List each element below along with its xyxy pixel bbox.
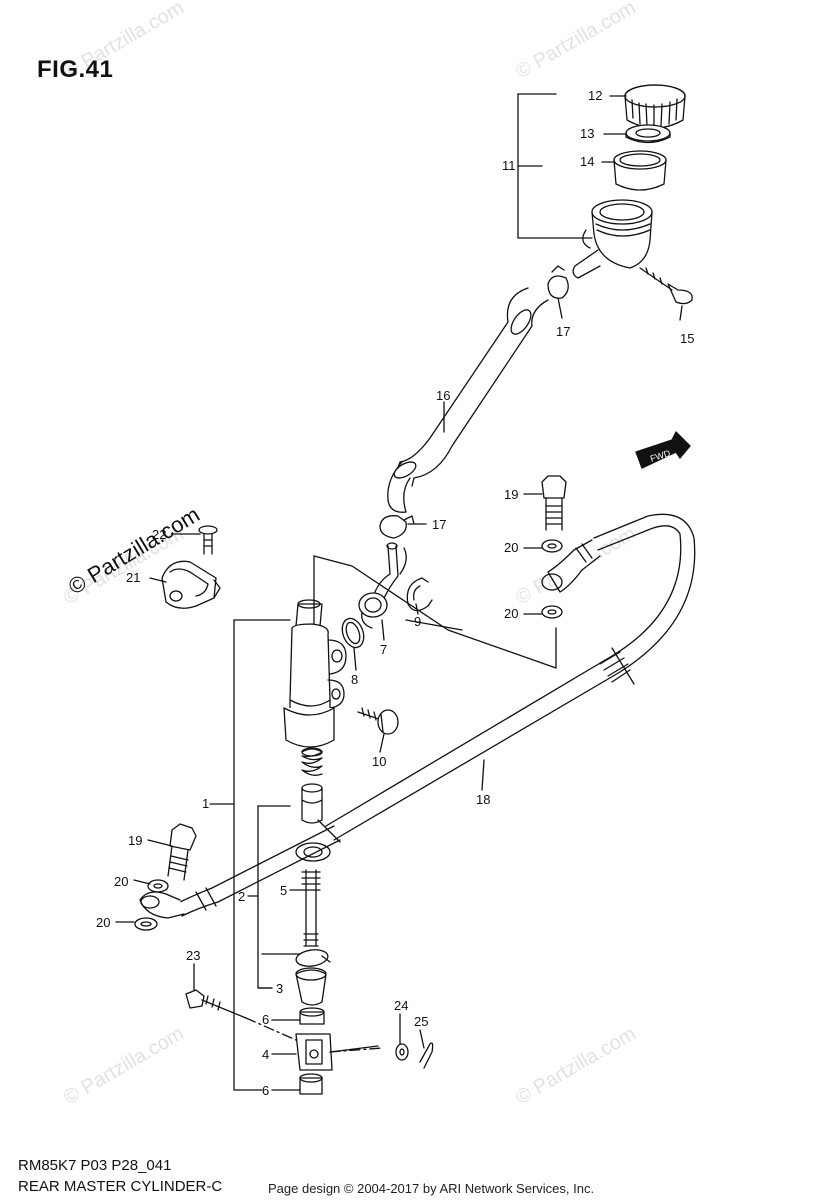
return-spring: [301, 747, 323, 776]
master-cylinder: [283, 599, 347, 748]
union-bolt-upper: [541, 475, 567, 531]
piston: [301, 783, 323, 824]
callout-18: 18: [476, 792, 490, 807]
reservoir-diaphragm: [613, 150, 667, 191]
o-ring: [341, 617, 365, 649]
reservoir-cap: [624, 84, 686, 129]
tank-bracket: [517, 93, 593, 239]
callout-25: 25: [414, 1014, 428, 1029]
reservoir-plate: [625, 124, 671, 144]
callout-14: 14: [580, 154, 594, 169]
callout-labels: 12 13 14 11 15 17 16 17 19 20 20 22 21 7…: [96, 88, 694, 1098]
hose-fitting-upper: [541, 539, 601, 593]
callout-19-upper: 19: [504, 487, 518, 502]
nut-upper: [299, 1007, 325, 1025]
callout-19-lower: 19: [128, 833, 142, 848]
tank-bolt: [639, 267, 693, 305]
nut-lower: [299, 1073, 323, 1095]
seal-cup: [295, 842, 331, 862]
callout-20-lower-a: 20: [114, 874, 128, 889]
washer-upper-a: [541, 539, 563, 553]
push-rod: [301, 869, 321, 947]
pivot-bolt: [185, 989, 247, 1019]
brake-hose: [175, 513, 696, 917]
callout-21: 21: [126, 570, 140, 585]
callout-16: 16: [436, 388, 450, 403]
callout-20-lower-b: 20: [96, 915, 110, 930]
callout-20-upper-a: 20: [504, 540, 518, 555]
callout-10: 10: [372, 754, 386, 769]
cotter-pin: [419, 1042, 434, 1069]
reservoir-tank: [572, 199, 653, 279]
reservoir-hose: [387, 287, 549, 513]
callout-9: 9: [414, 614, 421, 629]
figure-title: FIG.41: [37, 56, 114, 83]
callout-1: 1: [202, 796, 209, 811]
washer-upper-b: [541, 605, 563, 619]
diagram-code: RM85K7 P03 P28_041: [18, 1157, 172, 1174]
joint-pipe: [358, 542, 407, 629]
fwd-arrow-icon: FWD: [635, 431, 691, 469]
washer-lower-b: [134, 917, 158, 931]
callout-3: 3: [276, 981, 283, 996]
hose-fitting-lower: [139, 891, 185, 919]
callout-12: 12: [588, 88, 602, 103]
guide-screw: [198, 525, 218, 555]
guide-dashes: [245, 1017, 383, 1053]
callout-23: 23: [186, 948, 200, 963]
callout-13: 13: [580, 126, 594, 141]
hose-clamp-upper: [547, 265, 569, 299]
callout-15: 15: [680, 331, 694, 346]
callout-4: 4: [262, 1047, 269, 1062]
diagram-name: REAR MASTER CYLINDER-C: [18, 1178, 223, 1195]
callout-5: 5: [280, 883, 287, 898]
leader-lines: [115, 95, 683, 1091]
callout-17-lower: 17: [432, 517, 446, 532]
callout-6-upper: 6: [262, 1012, 269, 1027]
union-bolt-lower: [167, 823, 197, 881]
hose-clamp-lower: [379, 515, 415, 539]
callout-11: 11: [502, 158, 516, 173]
callout-24: 24: [394, 998, 408, 1013]
callout-20-upper-b: 20: [504, 606, 518, 621]
callout-17-upper: 17: [556, 324, 570, 339]
callout-6-lower: 6: [262, 1083, 269, 1098]
callout-7: 7: [380, 642, 387, 657]
washer-24: [395, 1043, 409, 1061]
mount-bolt: [357, 707, 399, 735]
washer-lower-a: [147, 879, 169, 893]
snap-ring: [295, 949, 331, 967]
callout-22: 22: [152, 527, 166, 542]
copyright-notice: Page design © 2004-2017 by ARI Network S…: [268, 1181, 595, 1196]
hose-guide: [161, 560, 221, 609]
callout-8: 8: [351, 672, 358, 687]
boot: [295, 967, 327, 1006]
callout-2: 2: [238, 889, 245, 904]
